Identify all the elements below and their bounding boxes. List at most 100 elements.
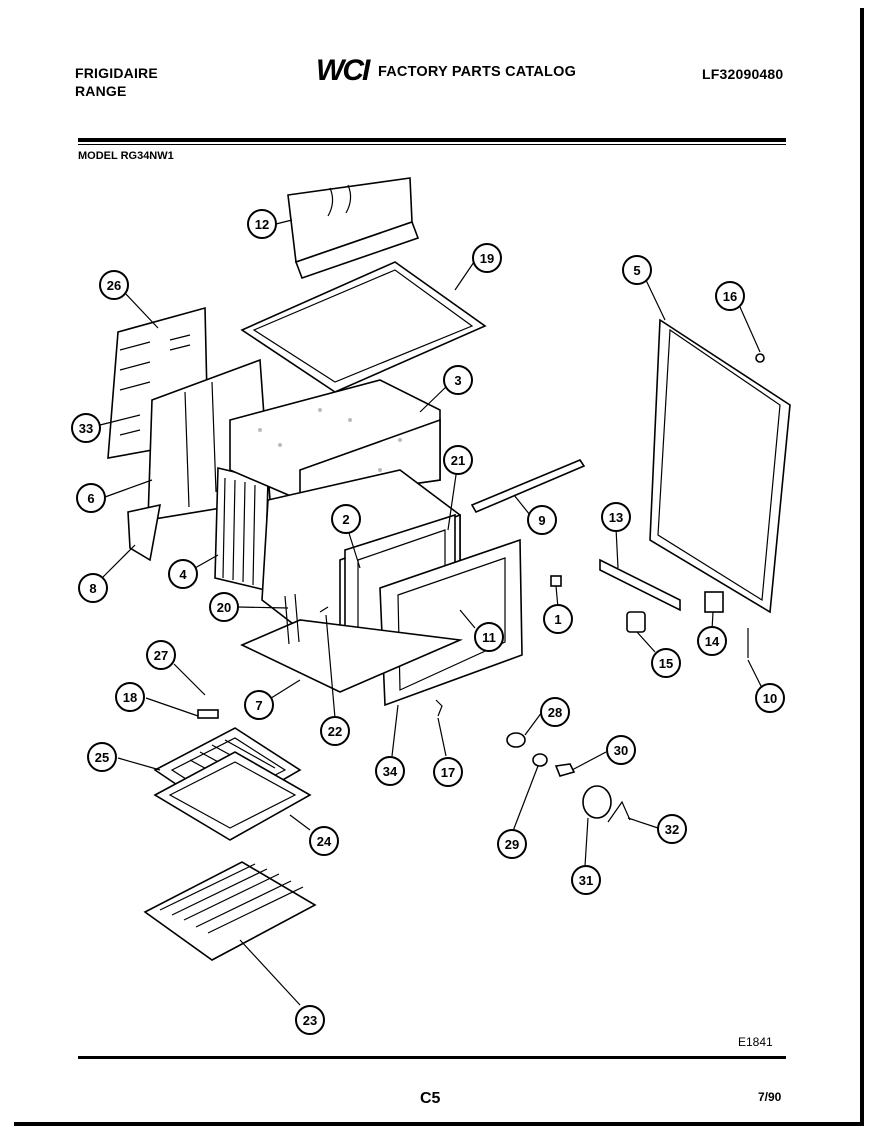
svg-text:6: 6 [87, 491, 94, 506]
page-code: C5 [420, 1090, 441, 1107]
svg-text:11: 11 [482, 630, 496, 645]
catalog-number: LF32090480 [702, 66, 784, 82]
part-small-clip [319, 606, 329, 613]
svg-text:21: 21 [451, 453, 465, 468]
diagram-code: E1841 [738, 1035, 773, 1049]
header-rule [78, 138, 786, 142]
svg-text:16: 16 [723, 289, 737, 304]
part-knob-spring [607, 800, 631, 823]
callout-2: 2 [331, 504, 361, 534]
callout-5: 5 [622, 255, 652, 285]
svg-text:12: 12 [255, 217, 269, 232]
svg-text:18: 18 [123, 690, 137, 705]
svg-text:14: 14 [705, 634, 720, 649]
svg-text:32: 32 [665, 822, 679, 837]
callout-19: 19 [472, 243, 502, 273]
callout-10: 10 [755, 683, 785, 713]
svg-text:19: 19 [480, 251, 494, 266]
svg-text:15: 15 [659, 656, 673, 671]
svg-text:33: 33 [79, 421, 93, 436]
callout-1: 1 [543, 604, 573, 634]
svg-text:9: 9 [538, 513, 545, 528]
callout-18: 18 [115, 682, 145, 712]
svg-text:25: 25 [95, 750, 109, 765]
callout-23: 23 [295, 1005, 325, 1035]
header-rule-thin [78, 144, 786, 145]
part-knob [582, 785, 612, 819]
part-insulation [214, 466, 269, 592]
part-rail [599, 558, 681, 612]
svg-text:31: 31 [579, 873, 593, 888]
callout-25: 25 [87, 742, 117, 772]
revision-date: 7/90 [758, 1090, 782, 1104]
callout-27: 27 [146, 640, 176, 670]
part-hinge-bracket [127, 503, 162, 562]
callout-24: 24 [309, 826, 339, 856]
part-small-bracket [704, 591, 724, 613]
catalog-title: FACTORY PARTS CATALOG [378, 64, 577, 80]
part-clip [755, 353, 765, 363]
callout-16: 16 [715, 281, 745, 311]
svg-text:10: 10 [763, 691, 777, 706]
part-fastener [550, 575, 562, 587]
callout-26: 26 [99, 270, 129, 300]
part-spindle [554, 763, 576, 777]
svg-text:24: 24 [317, 834, 332, 849]
wci-logo: WCI [316, 54, 373, 86]
part-support-rod [284, 593, 300, 645]
part-broiler-pan-bottom [153, 751, 312, 841]
part-top-trim [287, 177, 420, 280]
callout-33: 33 [71, 413, 101, 443]
callout-12: 12 [247, 209, 277, 239]
svg-text:28: 28 [548, 705, 562, 720]
svg-text:5: 5 [633, 263, 640, 278]
svg-text:7: 7 [255, 698, 262, 713]
callout-9: 9 [527, 505, 557, 535]
part-switch [626, 611, 646, 633]
part-knob-insert [532, 753, 548, 767]
part-knob-bezel [506, 732, 526, 748]
svg-text:17: 17 [441, 765, 455, 780]
leader-lines [99, 219, 763, 1006]
callout-7: 7 [244, 690, 274, 720]
callout-4: 4 [168, 559, 198, 589]
svg-text:30: 30 [614, 743, 628, 758]
callout-28: 28 [540, 697, 570, 727]
svg-text:13: 13 [609, 510, 623, 525]
part-bottom-panel [240, 619, 464, 693]
svg-text:3: 3 [454, 373, 461, 388]
callout-29: 29 [497, 829, 527, 859]
page-border-bottom [14, 1122, 864, 1126]
page-border-right [860, 8, 864, 1125]
part-hook [435, 699, 443, 717]
callout-8: 8 [78, 573, 108, 603]
svg-text:27: 27 [154, 648, 168, 663]
callout-32: 32 [657, 814, 687, 844]
callout-6: 6 [76, 483, 106, 513]
callout-17: 17 [433, 757, 463, 787]
callout-15: 15 [651, 648, 681, 678]
callout-20: 20 [209, 592, 239, 622]
callout-31: 31 [571, 865, 601, 895]
brand-name: FRIGIDAIRE [75, 65, 158, 81]
part-back-panel [649, 318, 791, 614]
svg-text:2: 2 [342, 512, 349, 527]
svg-text:20: 20 [217, 600, 231, 615]
part-oven-rack [143, 861, 317, 961]
callout-11: 11 [474, 622, 504, 652]
logo-text: WCI [316, 54, 371, 86]
product-type: RANGE [75, 83, 127, 99]
callout-22: 22 [320, 716, 350, 746]
svg-text:8: 8 [89, 581, 96, 596]
callout-34: 34 [375, 756, 405, 786]
part-door-bracket [197, 709, 219, 719]
callout-14: 14 [697, 626, 727, 656]
svg-text:1: 1 [554, 612, 561, 627]
svg-text:34: 34 [383, 764, 398, 779]
svg-text:22: 22 [328, 724, 342, 739]
svg-text:26: 26 [107, 278, 121, 293]
svg-text:29: 29 [505, 837, 519, 852]
callout-21: 21 [443, 445, 473, 475]
callout-30: 30 [606, 735, 636, 765]
